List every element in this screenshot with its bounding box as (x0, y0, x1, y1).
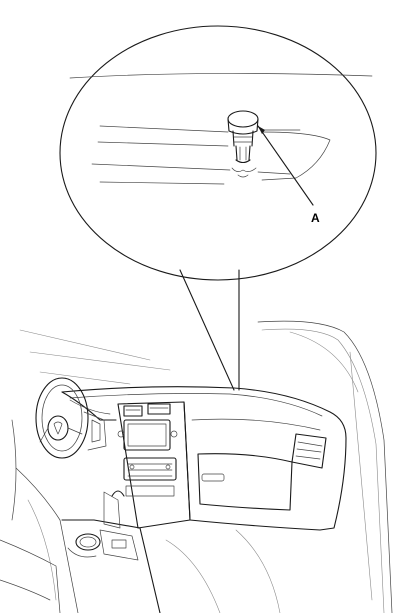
cup-holder (75, 533, 101, 551)
detail-view: A (59, 25, 377, 281)
passenger-air-vent (291, 433, 327, 469)
glove-box (197, 453, 293, 511)
a-pillar (257, 320, 393, 613)
detail-panel-line-4 (99, 181, 225, 185)
door-panel (11, 419, 79, 613)
glove-box-handle (201, 473, 225, 482)
center-console (61, 490, 161, 613)
sensor-component (227, 110, 259, 178)
steering-column (83, 411, 107, 451)
callout-arrowhead (258, 126, 265, 134)
callout-label-a: A (311, 211, 320, 225)
dashboard-passenger-face (183, 401, 347, 531)
center-stack (117, 401, 191, 529)
seat-outline (0, 539, 61, 613)
dashboard (0, 377, 347, 613)
center-display (123, 419, 171, 451)
detail-panel-line-2 (97, 141, 229, 147)
detail-panel-curve (261, 131, 331, 181)
detail-ellipse (59, 25, 377, 281)
magnifier-connector (179, 269, 240, 391)
detail-panel-line-top (69, 73, 373, 79)
callout-leader-line (257, 125, 314, 206)
instrument-cluster (61, 391, 117, 421)
detail-panel-line-1 (99, 125, 301, 133)
dashboard-top-edge (61, 386, 347, 439)
steering-wheel (35, 377, 89, 459)
windshield-frame (19, 329, 171, 385)
car-interior (11, 320, 393, 613)
detail-panel-line-3 (91, 163, 291, 175)
